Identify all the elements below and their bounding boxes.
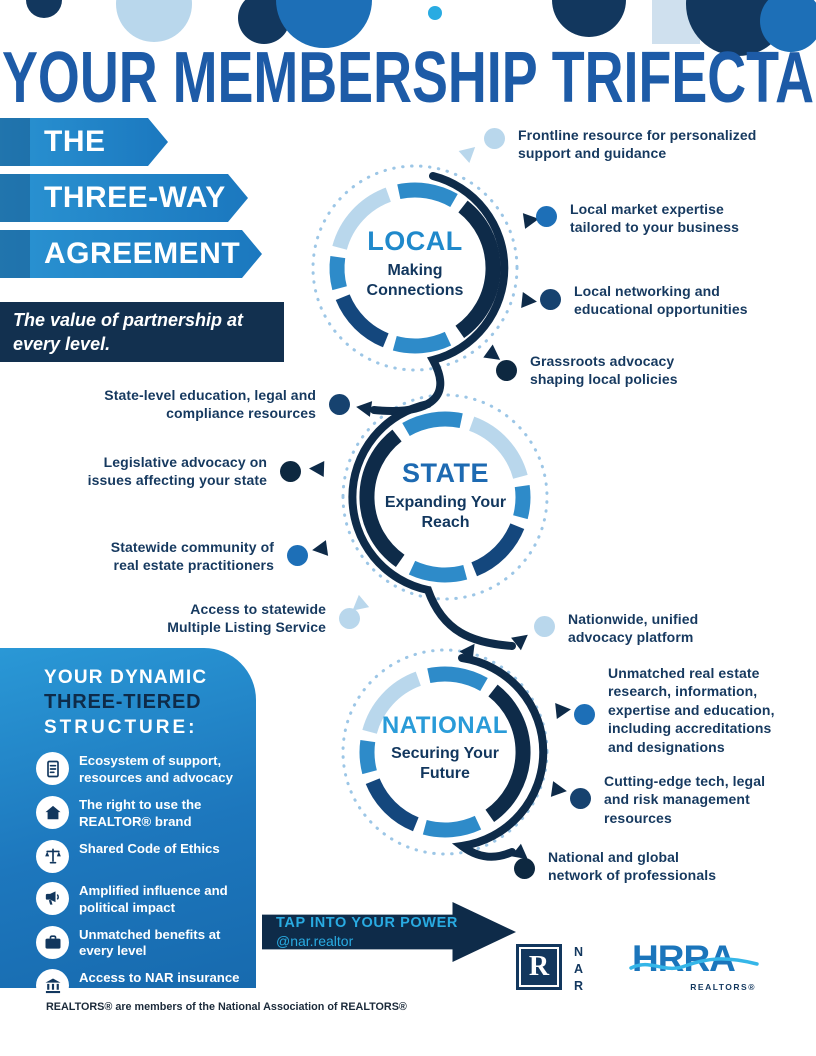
callout-text: Unmatched real estate research, informat… (608, 665, 775, 755)
national-callout-4: National and global network of professio… (514, 848, 728, 885)
structure-item-text: Amplified influence and political impact (79, 882, 228, 915)
state-callout-4: Access to statewide Multiple Listing Ser… (156, 600, 360, 637)
cta-line-1: TAP INTO YOUR POWER (276, 915, 458, 931)
state-hub-title: STATE (402, 458, 489, 488)
nar-letter: A (574, 962, 584, 976)
nar-letter: N (574, 945, 584, 959)
bank-icon (36, 969, 69, 1003)
national-callout-2: Unmatched real estate research, informat… (574, 664, 790, 756)
callout-text: Nationwide, unified advocacy platform (568, 611, 699, 646)
hrra-logo: HRRA REALTORS® (629, 938, 760, 992)
callout-dot (339, 608, 360, 629)
callout-dot (534, 616, 555, 637)
structure-item-text: Access to NAR insurance for associations… (79, 970, 241, 1020)
local-callout-4: Grassroots advocacy shaping local polici… (496, 352, 700, 389)
structure-item-text: Ecosystem of support, resources and advo… (79, 753, 233, 786)
structure-items: Ecosystem of support, resources and advo… (36, 752, 242, 1021)
structure-item: Amplified influence and political impact (36, 881, 242, 917)
callout-dot (484, 128, 505, 149)
callout-dot (514, 858, 535, 879)
national-hub-title: NATIONAL (381, 712, 509, 739)
deco-circle (116, 0, 192, 42)
house-icon (36, 796, 69, 829)
heading-line-2: THREE-TIERED (44, 691, 202, 714)
callout-dot (540, 289, 561, 310)
ribbon-agreement: AGREEMENT (0, 230, 262, 278)
heading-line-3: STRUCTURE: (44, 716, 198, 738)
callout-text: Local networking and educational opportu… (574, 283, 748, 318)
structure-panel: YOUR DYNAMIC THREE-TIERED STRUCTURE: Eco… (0, 648, 256, 1019)
callout-dot (570, 788, 591, 809)
state-callout-3: Statewide community of real estate pract… (94, 538, 308, 575)
cta-link[interactable]: @nar.realtor (276, 933, 354, 949)
callout-text: Access to statewide Multiple Listing Ser… (167, 601, 326, 636)
national-callout-3: Cutting-edge tech, legal and risk manage… (570, 772, 769, 827)
structure-item: Ecosystem of support, resources and advo… (36, 752, 242, 787)
structure-panel-heading: YOUR DYNAMIC THREE-TIERED STRUCTURE: (44, 666, 242, 740)
deco-half-disc (552, 0, 626, 37)
page-title-text: YOUR MEMBERSHIP TRIFECTA (2, 38, 814, 118)
structure-item: Shared Code of Ethics (36, 839, 242, 873)
local-callout-2: Local market expertise tailored to your … (536, 200, 755, 237)
realtor-r-icon: R (516, 944, 562, 990)
tagline-text: The value of partnership at every level. (13, 309, 244, 354)
briefcase-icon (36, 925, 69, 959)
document-list-icon (36, 752, 69, 786)
page-title: YOUR MEMBERSHIP TRIFECTA (2, 38, 814, 118)
callout-text: Statewide community of real estate pract… (110, 539, 274, 574)
deco-half-disc (26, 0, 62, 18)
callout-text: State-level education, legal and complia… (104, 387, 316, 422)
local-hub-title: LOCAL (367, 226, 463, 256)
ribbon-three-way: THREE-WAY (0, 174, 248, 222)
local-hub-subtitle: Making Connections (366, 262, 464, 299)
megaphone-icon (36, 881, 69, 915)
deco-circle (760, 0, 816, 52)
scales-icon (36, 839, 69, 873)
local-hub-label: LOCAL Making Connections (345, 226, 485, 301)
nar-letter: R (574, 979, 584, 993)
national-hub-label: NATIONAL Securing Your Future (375, 712, 515, 784)
structure-item-text: The right to use the REALTOR® brand (79, 797, 202, 829)
cta-arrow[interactable]: TAP INTO YOUR POWER @nar.realtor (262, 902, 516, 962)
structure-item: Unmatched benefits at every level (36, 925, 242, 961)
callout-text: Cutting-edge tech, legal and risk manage… (604, 773, 766, 826)
state-hub-label: STATE Expanding Your Reach (383, 458, 508, 533)
ribbon-three-way-label: THREE-WAY (44, 181, 226, 214)
realtor-r-letter: R (528, 951, 550, 982)
tagline-box: The value of partnership at every level. (0, 302, 284, 362)
ribbon-the-label: THE (44, 125, 106, 158)
state-hub-subtitle: Expanding Your Reach (384, 494, 507, 531)
callout-text: Frontline resource for personalized supp… (518, 127, 757, 162)
national-hub-subtitle: Securing Your Future (391, 745, 499, 782)
callout-dot (287, 545, 308, 566)
callout-text: Grassroots advocacy shaping local polici… (530, 353, 678, 388)
callout-dot (536, 206, 557, 227)
ribbon-the: THE (0, 118, 168, 166)
callout-dot (329, 394, 350, 415)
hrra-realtors-label: REALTORS® (690, 982, 756, 992)
state-callout-2: Legislative advocacy on issues affecting… (72, 453, 301, 490)
state-callout-1: State-level education, legal and complia… (101, 386, 350, 423)
cta-text: TAP INTO YOUR POWER @nar.realtor (276, 915, 458, 949)
structure-item: Access to NAR insurance for associations… (36, 969, 242, 1021)
local-callout-1: Frontline resource for personalized supp… (484, 126, 770, 163)
callout-text: Legislative advocacy on issues affecting… (87, 454, 267, 489)
callout-text: Local market expertise tailored to your … (570, 201, 739, 236)
footer-disclaimer: REALTORS® are members of the National As… (46, 1001, 407, 1013)
structure-item-text: Shared Code of Ethics (79, 840, 220, 856)
heading-line-1: YOUR DYNAMIC (44, 667, 208, 688)
national-callout-1: Nationwide, unified advocacy platform (534, 610, 728, 647)
deco-dot (428, 6, 442, 20)
nar-logo: R N A R (516, 944, 583, 993)
callout-dot (496, 360, 517, 381)
callout-dot (280, 461, 301, 482)
structure-item: The right to use the REALTOR® brand (36, 796, 242, 831)
callout-dot (574, 704, 595, 725)
local-callout-3: Local networking and educational opportu… (540, 282, 754, 319)
ribbon-agreement-label: AGREEMENT (44, 237, 241, 270)
structure-item-text: Unmatched benefits at every level (79, 926, 221, 959)
callout-text: National and global network of professio… (548, 849, 717, 884)
nar-letters: N A R (574, 944, 583, 993)
wave-icon (629, 957, 759, 971)
